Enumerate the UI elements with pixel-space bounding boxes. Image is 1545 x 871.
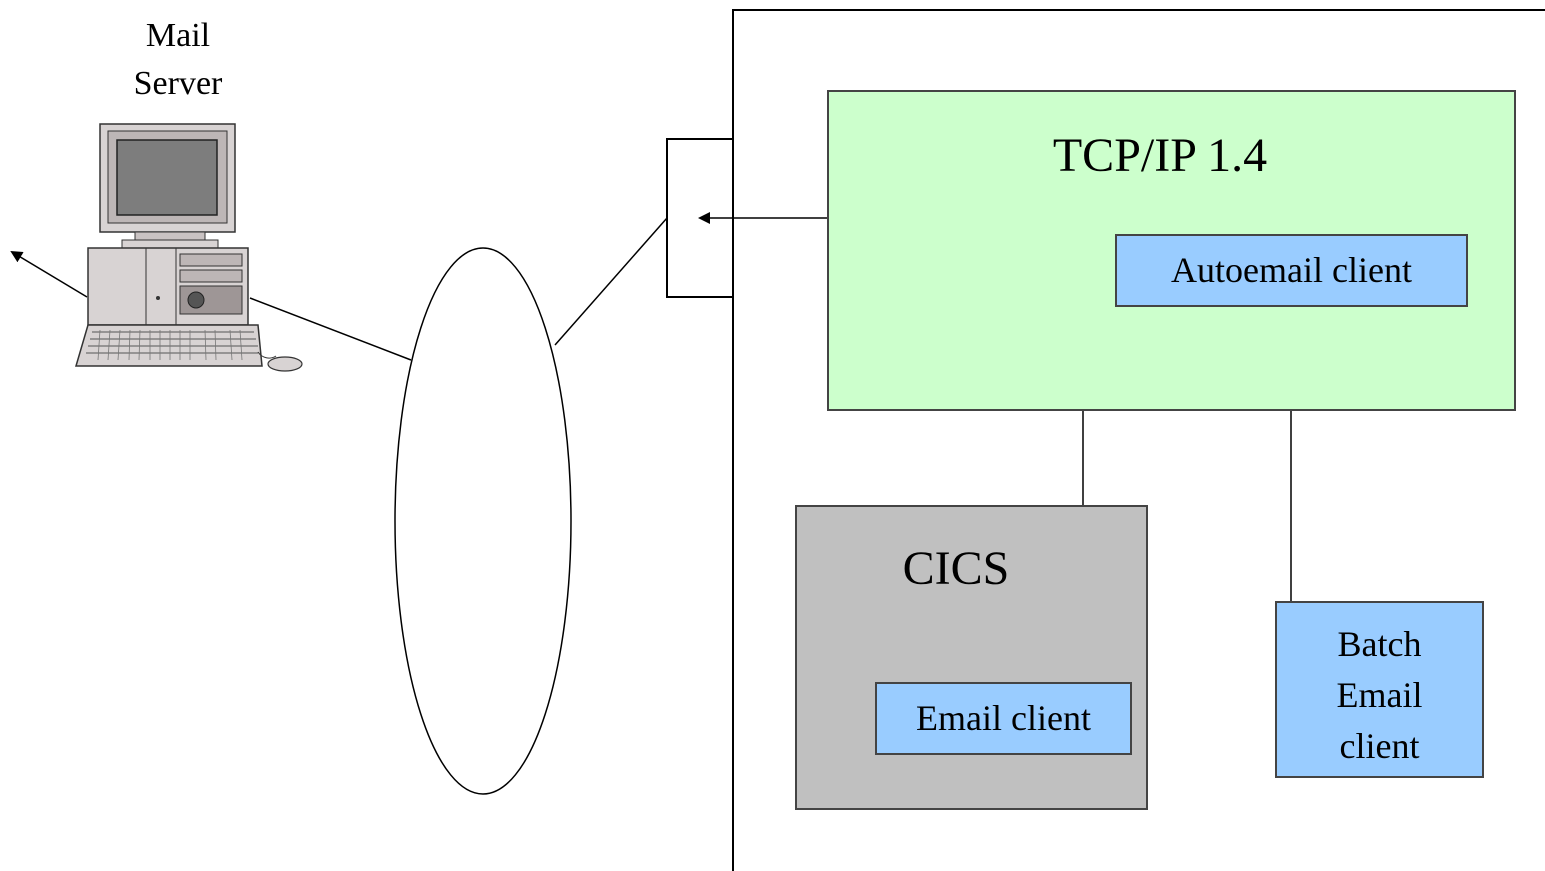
host-boundary: [732, 9, 1545, 871]
batch-email-client-label: Batch Email client: [1277, 619, 1482, 772]
batch-label-line3: client: [1339, 726, 1420, 766]
desktop-computer-icon: [74, 123, 303, 372]
email-client-label: Email client: [916, 698, 1091, 738]
mail-server-label: Mail Server: [108, 12, 248, 108]
tcpip-label: TCP/IP 1.4: [1052, 129, 1268, 182]
autoemail-client-box: Autoemail client: [1115, 234, 1468, 307]
batch-label-line2: Email: [1336, 675, 1423, 715]
mail-server-label-line2: Server: [133, 65, 223, 102]
email-client-box: Email client: [875, 682, 1132, 755]
outbound-arrow: [10, 250, 88, 298]
network-to-adapter-line: [554, 217, 668, 346]
autoemail-client-label: Autoemail client: [1171, 250, 1412, 290]
cics-label: CICS: [902, 542, 1010, 595]
server-to-network-line: [249, 297, 412, 361]
mail-server-label-line1: Mail: [145, 17, 211, 54]
batch-email-client-box: Batch Email client: [1275, 601, 1484, 778]
cics-box: CICS: [795, 505, 1148, 810]
batch-label-line1: Batch: [1337, 624, 1422, 664]
network-ellipse: [394, 247, 572, 795]
